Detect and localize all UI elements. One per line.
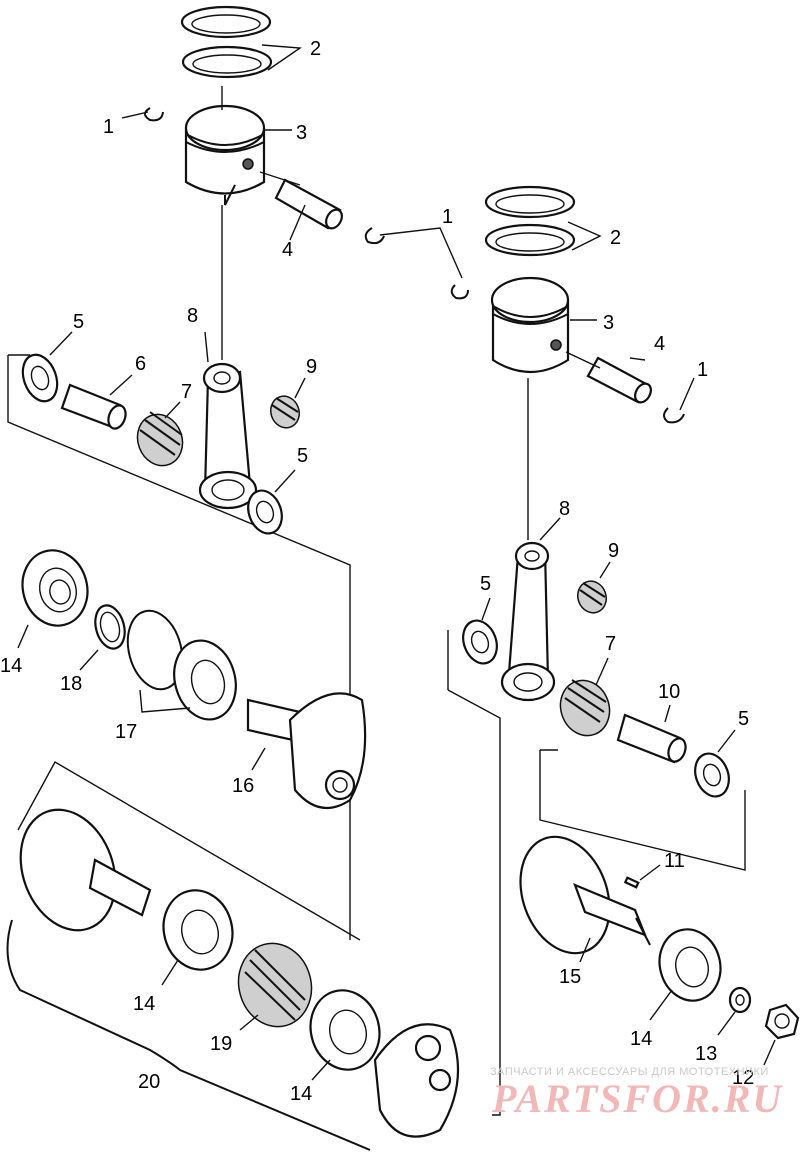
lower-seal bbox=[237, 942, 313, 1028]
callout-10: 10 bbox=[658, 681, 680, 703]
callout-1b: 1 bbox=[442, 206, 453, 228]
right-circlip-a bbox=[450, 284, 469, 300]
right-crank-half bbox=[519, 835, 651, 955]
callout-13: 13 bbox=[695, 1043, 717, 1065]
callout-4b: 4 bbox=[654, 333, 665, 355]
callout-5a: 5 bbox=[73, 311, 84, 333]
callout-7a: 7 bbox=[181, 381, 192, 403]
callout-9b: 9 bbox=[608, 540, 619, 562]
callout-14b: 14 bbox=[133, 993, 155, 1015]
callout-14c: 14 bbox=[290, 1083, 312, 1105]
callout-5d: 5 bbox=[738, 708, 749, 730]
callout-18: 18 bbox=[60, 673, 82, 695]
left-piston bbox=[184, 104, 266, 206]
callout-12: 12 bbox=[732, 1067, 754, 1089]
callout-15: 15 bbox=[559, 966, 581, 988]
right-wrist-pin bbox=[586, 356, 652, 404]
callout-11: 11 bbox=[664, 850, 685, 872]
callout-16: 16 bbox=[232, 775, 254, 797]
callout-1c: 1 bbox=[697, 359, 708, 381]
right-lock-washer bbox=[728, 986, 752, 1014]
assembly-bracket bbox=[6, 919, 371, 1151]
right-needle-bearing-small bbox=[577, 580, 607, 614]
right-connecting-rod bbox=[500, 541, 556, 702]
right-thrust-washer-b bbox=[694, 752, 730, 798]
right-piston bbox=[490, 276, 570, 374]
watermark-tagline: ЗАПЧАСТИ И АКСЕССУАРЫ ДЛЯ МОТОТЕХНИКИ bbox=[490, 1066, 769, 1078]
callout-19: 19 bbox=[210, 1033, 232, 1055]
right-piston-rings bbox=[484, 185, 576, 257]
leader-lines bbox=[17, 44, 776, 1081]
callout-2b: 2 bbox=[610, 227, 621, 249]
left-needle-bearing-small bbox=[270, 395, 300, 429]
left-shim bbox=[94, 604, 126, 650]
left-thrust-washer-b bbox=[247, 489, 283, 535]
callout-2a: 2 bbox=[310, 38, 321, 60]
callout-14a: 14 bbox=[0, 655, 22, 677]
right-thrust-washer-a bbox=[462, 619, 498, 665]
left-seal-rings bbox=[126, 609, 237, 721]
callout-8a: 8 bbox=[187, 305, 198, 327]
left-needle-bearing-big bbox=[136, 411, 184, 467]
callout-9a: 9 bbox=[306, 356, 317, 378]
left-connecting-rod bbox=[198, 362, 258, 510]
callout-6: 6 bbox=[135, 353, 146, 375]
callout-3a: 3 bbox=[296, 122, 307, 144]
left-piston-rings bbox=[180, 5, 273, 79]
left-thrust-washer-a bbox=[21, 353, 59, 403]
callout-5c: 5 bbox=[480, 573, 491, 595]
left-circlip-a bbox=[144, 107, 164, 122]
watermark-logo: PARTSFOR.RU bbox=[491, 1076, 783, 1121]
lower-bearing-a bbox=[162, 889, 234, 971]
callout-8b: 8 bbox=[559, 498, 570, 520]
left-crank-pin bbox=[60, 383, 127, 430]
left-main-bearing bbox=[21, 549, 89, 627]
right-main-bearing bbox=[658, 928, 722, 1002]
callout-20: 20 bbox=[138, 1071, 160, 1093]
left-wrist-pin bbox=[274, 178, 343, 230]
callout-7b: 7 bbox=[605, 633, 616, 655]
left-crank-half bbox=[246, 692, 367, 810]
callout-3b: 3 bbox=[603, 312, 614, 334]
right-needle-bearing-big bbox=[559, 679, 611, 737]
callout-17: 17 bbox=[115, 721, 137, 743]
callout-14d: 14 bbox=[630, 1028, 652, 1050]
right-crank-pin bbox=[616, 713, 687, 764]
right-circlip-b bbox=[663, 407, 685, 424]
lower-bearing-b bbox=[309, 989, 381, 1071]
watermark: ЗАПЧАСТИ И АКСЕССУАРЫ ДЛЯ МОТОТЕХНИКИ PA… bbox=[490, 1066, 783, 1121]
right-nut bbox=[764, 1003, 800, 1040]
left-flywheel-crank bbox=[19, 808, 152, 932]
lower-crank-half bbox=[373, 1023, 460, 1138]
callout-5b: 5 bbox=[297, 445, 308, 467]
left-circlip-b bbox=[364, 227, 385, 245]
callout-4a: 4 bbox=[282, 239, 293, 261]
callout-labels: 2 1 3 4 1 2 3 4 1 5 6 7 8 9 5 8 9 5 7 10… bbox=[0, 38, 754, 1105]
callout-1a: 1 bbox=[103, 116, 114, 138]
right-key bbox=[623, 876, 640, 889]
